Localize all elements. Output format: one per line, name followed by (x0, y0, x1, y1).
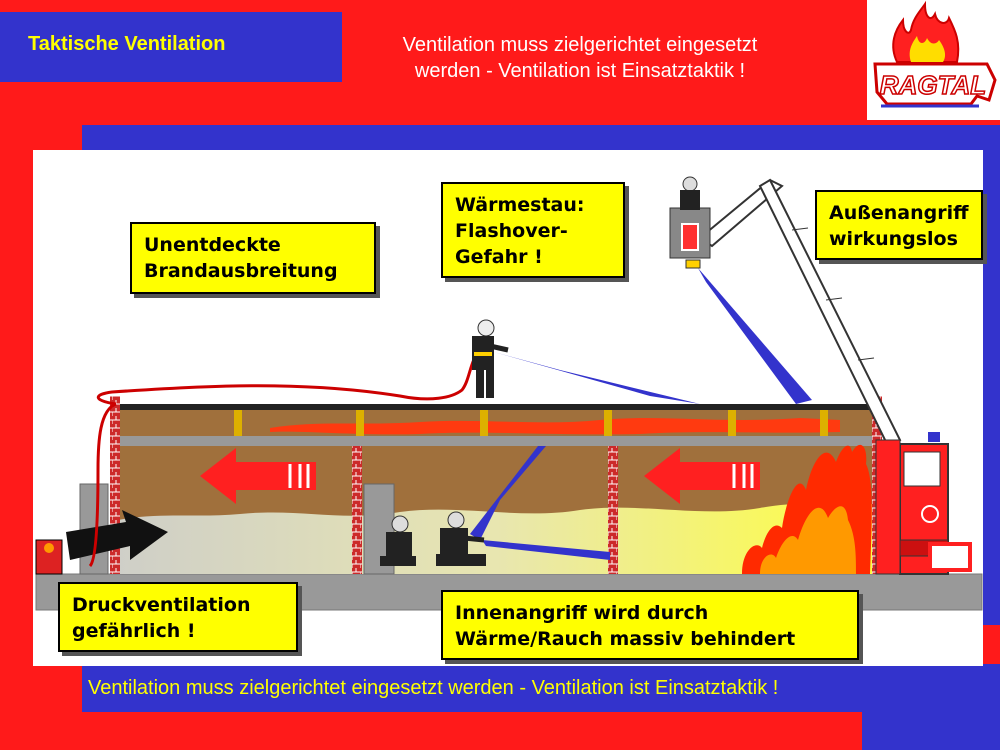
pressure-ventilation-arrow (66, 510, 168, 560)
smoke-flow-arrow-left (200, 448, 316, 504)
lower-cool-layer (118, 503, 876, 574)
callout-aussenangriff-line-1: Außenangriff (829, 202, 969, 224)
arrow-stripes (288, 464, 754, 488)
logo-text: RAGTAL (880, 70, 986, 100)
callout-aussenangriff: Außenangriff wirkungslos (815, 190, 983, 260)
callout-druckventilation-line-2: gefährlich ! (72, 620, 196, 642)
callout-innenangriff-line-1: Innenangriff wird durch (455, 602, 709, 624)
attic-fire (270, 418, 840, 435)
callout-waermestau-line-3: Gefahr ! (455, 246, 543, 268)
subtitle-line-2: werden - Ventilation ist Einsatztaktik ! (414, 60, 746, 82)
left-wall (110, 396, 120, 574)
firefighter-roof (472, 319, 509, 398)
slide-title: Taktische Ventilation (28, 33, 226, 55)
slide-subtitle: Ventilation muss zielgerichtet eingesetz… (320, 32, 840, 84)
roof-beams (234, 410, 828, 436)
subtitle-line-1: Ventilation muss zielgerichtet eingesetz… (402, 34, 758, 56)
callout-aussenangriff-line-2: wirkungslos (829, 228, 958, 250)
ladder-water-stream (698, 268, 812, 404)
footer-band (82, 664, 1000, 712)
ladder-basket (669, 176, 711, 269)
callout-innenangriff: Innenangriff wird durch Wärme/Rauch mass… (441, 590, 859, 660)
fire-hose (96, 348, 482, 406)
callout-unentdeckte-line-1: Unentdeckte (144, 234, 281, 256)
title-box (0, 12, 342, 82)
callout-innenangriff-line-2: Wärme/Rauch massiv behindert (455, 628, 796, 650)
inner-wall-1 (352, 446, 362, 574)
firefighters-inside (380, 511, 486, 566)
inner-water-stream-flat (482, 540, 610, 560)
callout-unentdeckte-brandausbreitung: Unentdeckte Brandausbreitung (130, 222, 376, 294)
footer-text: Ventilation muss zielgerichtet eingesetz… (88, 677, 779, 699)
callout-druckventilation: Druckventilation gefährlich ! (58, 582, 298, 652)
callout-waermestau-line-2: Flashover- (455, 220, 568, 242)
callout-waermestau-line-1: Wärmestau: (455, 194, 585, 216)
smoke-flow-arrow-right (644, 448, 760, 504)
footer-band-corner (862, 712, 1000, 750)
ceiling (118, 436, 876, 446)
inner-wall-2 (608, 446, 618, 574)
callout-druckventilation-line-1: Druckventilation (72, 594, 251, 616)
ragtal-logo: RAGTAL (867, 0, 1000, 120)
inner-water-stream-up (470, 446, 546, 540)
roof (112, 404, 876, 410)
logo-icon: RAGTAL (873, 0, 997, 108)
callout-unentdeckte-line-2: Brandausbreitung (144, 260, 338, 282)
fire-truck (875, 432, 972, 575)
callout-waermestau: Wärmestau: Flashover- Gefahr ! (441, 182, 625, 278)
roof-water-stream (494, 352, 700, 404)
